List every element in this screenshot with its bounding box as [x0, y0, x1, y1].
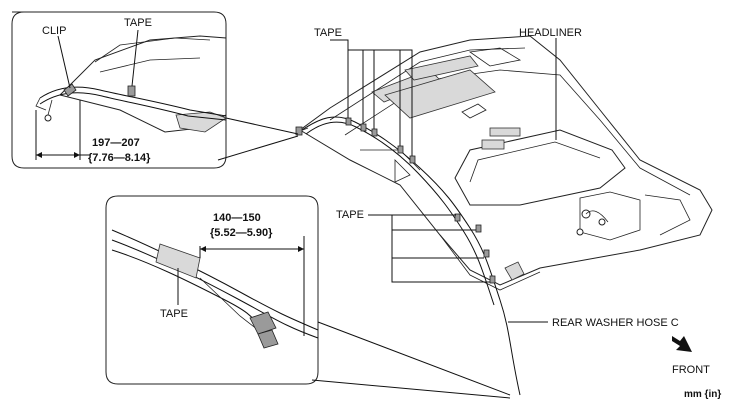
inset2-tape-label: TAPE	[160, 308, 188, 320]
dim1-in: {7.76—8.14}	[88, 152, 151, 164]
unit-label: mm {in}	[684, 389, 721, 400]
tape-middle-leaders	[368, 214, 490, 283]
inset-tape-detail	[105, 195, 511, 399]
headliner-label: HEADLINER	[519, 27, 582, 39]
inset-clip-detail	[11, 11, 299, 169]
dim1-mm: 197—207	[92, 137, 140, 149]
dim2-in: {5.52—5.90}	[210, 227, 273, 239]
tape-middle-label: TAPE	[336, 209, 364, 221]
headliner-panel	[299, 35, 713, 291]
rear-washer-hose-label: REAR WASHER HOSE C	[552, 317, 679, 329]
dim2-mm: 140—150	[213, 212, 261, 224]
tape-top-label: TAPE	[314, 27, 342, 39]
front-label: FRONT	[672, 364, 710, 376]
clip-label: CLIP	[42, 25, 66, 37]
inset1-tape-label: TAPE	[124, 17, 152, 29]
tape-top-leaders	[330, 39, 413, 156]
front-arrow-icon	[672, 336, 692, 352]
